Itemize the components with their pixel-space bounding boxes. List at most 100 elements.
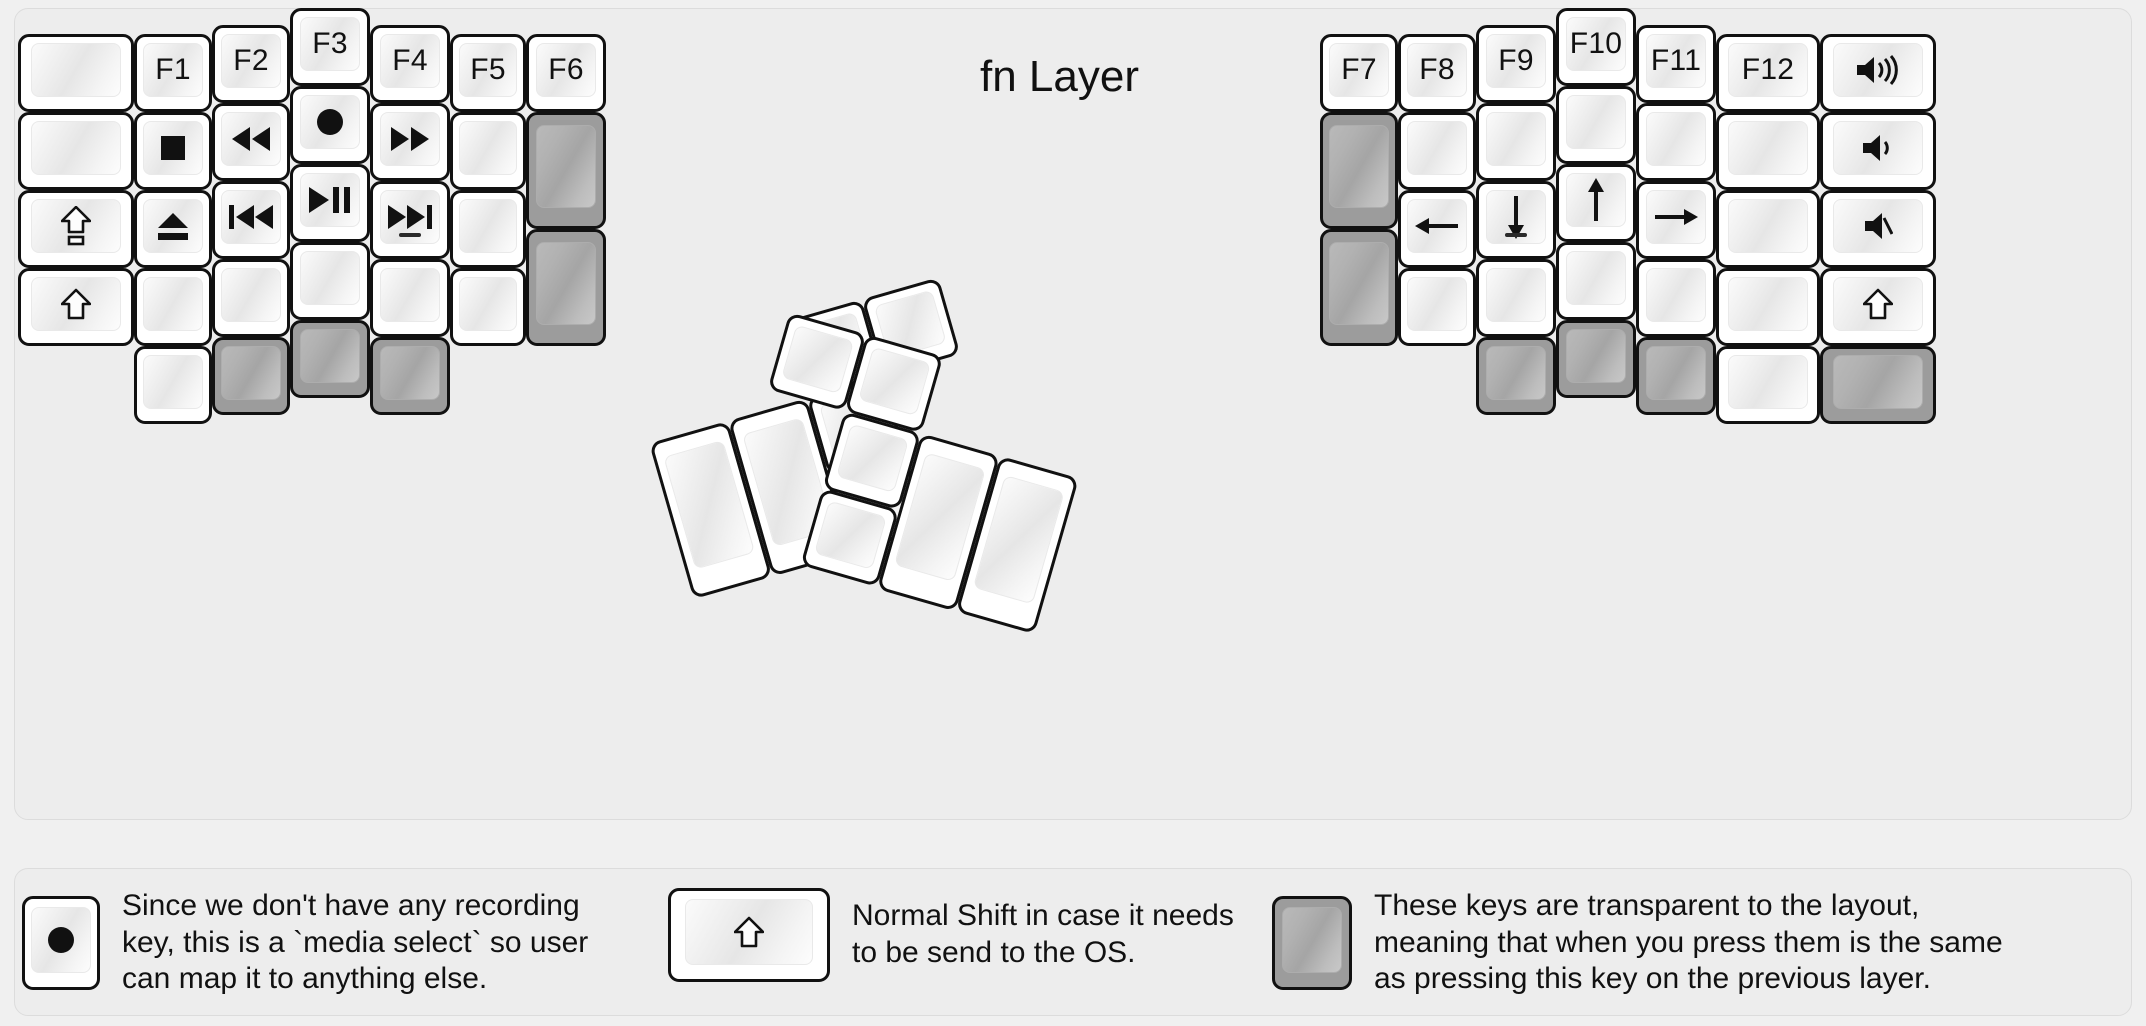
left-col-l5-key-1[interactable] <box>370 103 450 181</box>
left-col-l2-key-3[interactable] <box>134 268 212 346</box>
keycap-face <box>813 500 888 571</box>
keycap-face <box>221 112 281 167</box>
right-col-r7-key-2[interactable] <box>1820 190 1936 268</box>
right-col-r5-key-2[interactable] <box>1636 181 1716 259</box>
right-col-r6-key-3[interactable] <box>1716 268 1820 346</box>
left-col-l5-key-4[interactable] <box>370 337 450 415</box>
keycap-face <box>1329 124 1389 209</box>
left-col-l5-key-2[interactable] <box>370 181 450 259</box>
keycap-face <box>1727 277 1809 332</box>
keycap-face <box>299 329 361 384</box>
keycap-face: F8 <box>1407 43 1467 98</box>
left-col-l1-key-1[interactable] <box>18 112 134 190</box>
right-col-r5-key-1[interactable] <box>1636 103 1716 181</box>
right-col-r2-key-2[interactable] <box>1398 190 1476 268</box>
right-col-r3-key-1[interactable] <box>1476 103 1556 181</box>
rewind-icon <box>232 127 270 152</box>
right-col-r3-key-3[interactable] <box>1476 259 1556 337</box>
keycap-face <box>299 173 361 228</box>
keycap-face <box>1832 277 1924 332</box>
keycap-face <box>299 95 361 150</box>
right-col-r3-key-2[interactable] <box>1476 181 1556 259</box>
right-col-r4-key-1[interactable] <box>1556 86 1636 164</box>
left-col-l2-key-4[interactable] <box>134 346 212 424</box>
right-col-r4-key-4[interactable] <box>1556 320 1636 398</box>
legend-item-transparent-note: These keys are transparent to the layout… <box>1272 888 2003 998</box>
left-col-l6-key-0[interactable]: F5 <box>450 34 526 112</box>
left-col-l3-key-1[interactable] <box>212 103 290 181</box>
left-col-l2-key-0[interactable]: F1 <box>134 34 212 112</box>
right-col-r2-key-3[interactable] <box>1398 268 1476 346</box>
keycap-face <box>1565 329 1627 384</box>
left-col-l7-key-0[interactable]: F6 <box>526 34 606 112</box>
keycap-face <box>1832 355 1924 410</box>
left-col-l7-key-2[interactable] <box>526 229 606 346</box>
keycap-face: F12 <box>1727 43 1809 98</box>
left-col-l1-key-0[interactable] <box>18 34 134 112</box>
left-col-l5-key-0[interactable]: F4 <box>370 25 450 103</box>
left-col-l5-key-3[interactable] <box>370 259 450 337</box>
left-col-l3-key-2[interactable] <box>212 181 290 259</box>
right-col-r1-key-0[interactable]: F7 <box>1320 34 1398 112</box>
record-icon <box>315 107 345 137</box>
left-col-l4-key-3[interactable] <box>290 242 370 320</box>
keycap-face <box>459 121 517 176</box>
right-col-r6-key-4[interactable] <box>1716 346 1820 424</box>
right-col-r1-key-2[interactable] <box>1320 229 1398 346</box>
right-col-r4-key-3[interactable] <box>1556 242 1636 320</box>
left-col-l7-key-1[interactable] <box>526 112 606 229</box>
keycap-face: F7 <box>1329 43 1389 98</box>
left-col-l6-key-2[interactable] <box>450 190 526 268</box>
right-col-r6-key-1[interactable] <box>1716 112 1820 190</box>
left-col-l6-key-1[interactable] <box>450 112 526 190</box>
left-col-l3-key-0[interactable]: F2 <box>212 25 290 103</box>
left-col-l4-key-0[interactable]: F3 <box>290 8 370 86</box>
left-col-l1-key-3[interactable] <box>18 268 134 346</box>
playpause-icon <box>309 187 351 214</box>
legend-key-transparent-note <box>1272 895 1352 990</box>
keycap-face: F6 <box>535 43 597 98</box>
right-col-r5-key-3[interactable] <box>1636 259 1716 337</box>
volume-up-icon <box>1855 55 1901 86</box>
right-col-r7-key-3[interactable] <box>1820 268 1936 346</box>
left-col-l4-key-4[interactable] <box>290 320 370 398</box>
left-col-l1-key-2[interactable] <box>18 190 134 268</box>
right-col-r4-key-0[interactable]: F10 <box>1556 8 1636 86</box>
left-col-l3-key-4[interactable] <box>212 337 290 415</box>
key-label: F12 <box>1741 53 1795 87</box>
key-label: F3 <box>312 27 348 61</box>
right-col-r1-key-1[interactable] <box>1320 112 1398 229</box>
legend-text-transparent-note: These keys are transparent to the layout… <box>1374 889 2003 996</box>
right-col-r5-key-4[interactable] <box>1636 337 1716 415</box>
keycap-face: F10 <box>1565 17 1627 72</box>
keycap-face: F4 <box>379 34 441 89</box>
right-col-r6-key-0[interactable]: F12 <box>1716 34 1820 112</box>
left-col-l2-key-2[interactable] <box>134 190 212 268</box>
left-col-l4-key-2[interactable] <box>290 164 370 242</box>
right-col-r2-key-1[interactable] <box>1398 112 1476 190</box>
right-col-r3-key-0[interactable]: F9 <box>1476 25 1556 103</box>
shift-icon <box>61 288 91 320</box>
left-col-l3-key-3[interactable] <box>212 259 290 337</box>
right-col-r7-key-1[interactable] <box>1820 112 1936 190</box>
keycap-face: F9 <box>1485 34 1547 89</box>
arrow-up-icon <box>1584 178 1608 222</box>
right-col-r2-key-0[interactable]: F8 <box>1398 34 1476 112</box>
keycap-face <box>1832 121 1924 176</box>
right-col-r7-key-0[interactable] <box>1820 34 1936 112</box>
left-col-l4-key-1[interactable] <box>290 86 370 164</box>
right-col-r7-key-4[interactable] <box>1820 346 1936 424</box>
keycap-face <box>30 199 122 254</box>
left-col-l2-key-1[interactable] <box>134 112 212 190</box>
fastforward-icon <box>391 127 429 152</box>
keycap-face: F11 <box>1645 34 1707 89</box>
right-col-r4-key-2[interactable] <box>1556 164 1636 242</box>
keycap-face <box>221 346 281 401</box>
right-col-r3-key-4[interactable] <box>1476 337 1556 415</box>
key-label: F7 <box>1341 53 1377 87</box>
left-col-l6-key-3[interactable] <box>450 268 526 346</box>
right-col-r6-key-2[interactable] <box>1716 190 1820 268</box>
shift-icon <box>1863 288 1893 320</box>
keycap-face <box>31 906 91 973</box>
right-col-r5-key-0[interactable]: F11 <box>1636 25 1716 103</box>
